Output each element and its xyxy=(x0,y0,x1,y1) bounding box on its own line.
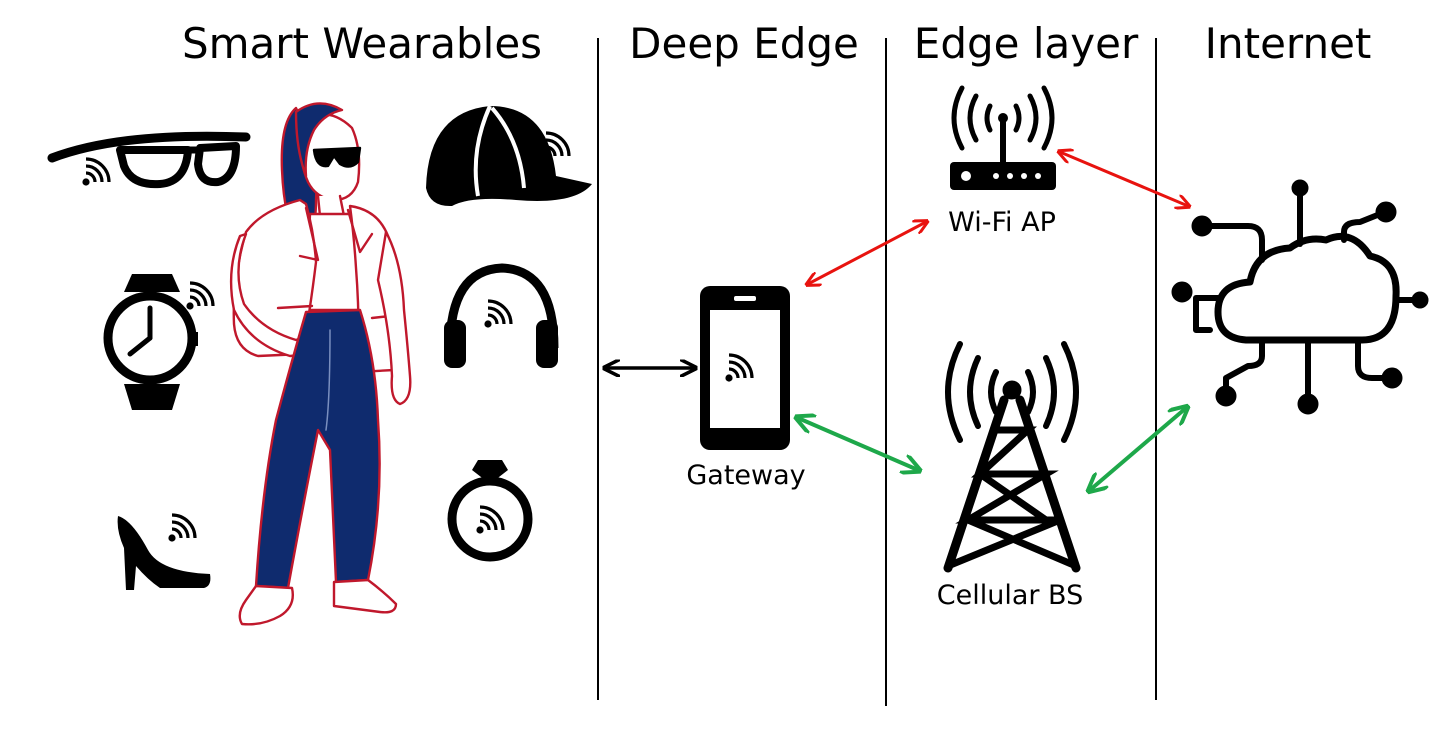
cloud-network-icon xyxy=(1171,179,1429,415)
link-gateway-cellular-bs xyxy=(798,418,918,470)
headphones-icon xyxy=(444,263,559,368)
high-heel-shoe-icon xyxy=(117,513,211,590)
section-title-smart-wearables: Smart Wearables xyxy=(181,19,543,68)
glasses-icon xyxy=(47,131,251,189)
cap-icon xyxy=(426,105,592,207)
link-cellular-bs-internet xyxy=(1090,408,1186,490)
ring-icon xyxy=(447,460,533,562)
gateway-smartphone-icon xyxy=(700,286,790,450)
section-title-internet: Internet xyxy=(1204,19,1372,68)
gateway-label: Gateway xyxy=(686,460,806,491)
link-gateway-wifi-ap xyxy=(808,222,926,284)
link-wifi-ap-internet xyxy=(1060,152,1188,206)
wifi-router-icon xyxy=(950,85,1056,190)
section-title-deep-edge: Deep Edge xyxy=(629,19,859,68)
smartwatch-icon xyxy=(103,274,215,410)
cell-tower-icon xyxy=(943,341,1081,573)
section-title-edge-layer: Edge layer xyxy=(913,19,1139,68)
cellular-bs-label: Cellular BS xyxy=(936,580,1084,611)
wifi-ap-label: Wi-Fi AP xyxy=(948,207,1056,238)
person-illustration xyxy=(229,102,412,626)
